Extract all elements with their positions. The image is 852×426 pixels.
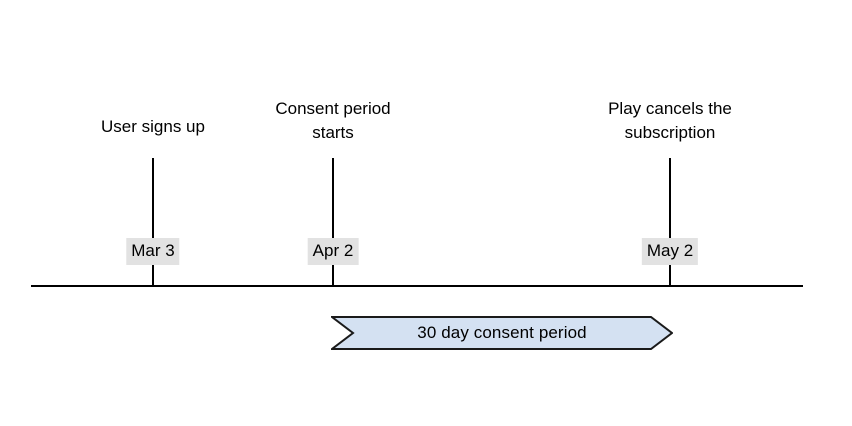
event-tick-consent-period-starts [332, 158, 334, 286]
event-caption-play-cancels-subscription: Play cancels the subscription [608, 99, 732, 142]
event-tick-play-cancels-subscription [669, 158, 671, 286]
consent-period-banner: 30 day consent period [331, 316, 673, 350]
event-caption-user-signs-up: User signs up [101, 117, 205, 136]
event-date-label-user-signs-up: Mar 3 [126, 238, 180, 265]
consent-period-banner-shape [331, 316, 673, 350]
event-caption-consent-period-starts: Consent period starts [275, 99, 391, 142]
event-tick-user-signs-up [152, 158, 154, 286]
banner-arrow-polygon [331, 316, 673, 350]
timeline-axis [31, 285, 803, 287]
event-date-label-play-cancels-subscription: May 2 [641, 238, 699, 265]
event-date-label-consent-period-starts: Apr 2 [307, 238, 359, 265]
